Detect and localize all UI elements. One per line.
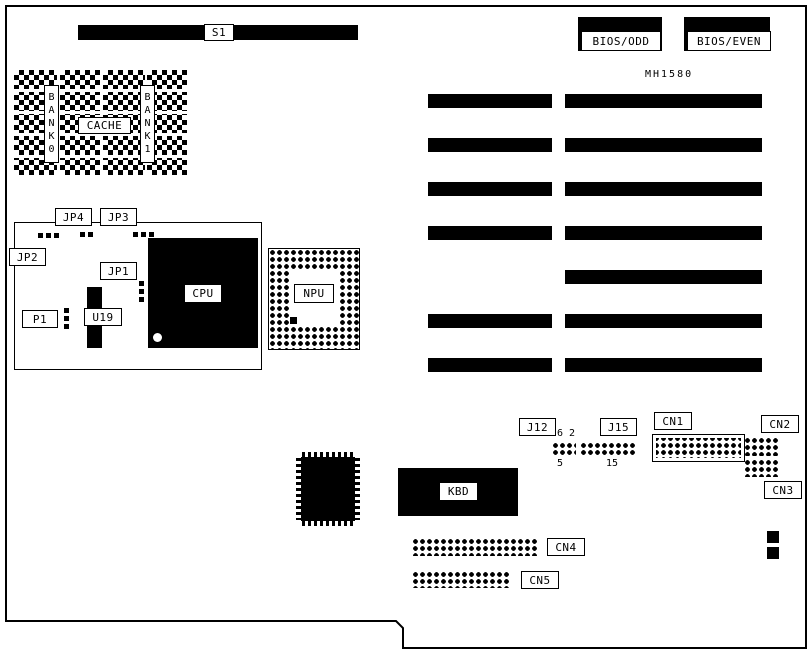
bios-odd-label: BIOS/ODD	[581, 31, 661, 51]
j15-header	[580, 442, 635, 457]
isa-slot	[428, 138, 552, 152]
isa-slot	[428, 358, 552, 372]
board-model-text: MH1580	[645, 69, 694, 80]
edge-connector-mark	[767, 531, 779, 543]
j12-label: J12	[519, 418, 556, 436]
qfp-pins-bottom	[302, 521, 354, 526]
cpu-label: CPU	[184, 284, 222, 303]
cn1-header	[652, 434, 745, 462]
isa-slot	[428, 182, 552, 196]
isa-slot	[565, 182, 762, 196]
s1-label: S1	[204, 24, 234, 41]
cn5-header	[412, 571, 511, 588]
isa-slot	[428, 94, 552, 108]
qfp-body	[301, 457, 355, 521]
kbd-label: KBD	[439, 482, 478, 501]
isa-slot	[428, 314, 552, 328]
jp2-label: JP2	[9, 248, 46, 266]
j15-pin-number-bottom: 15	[606, 458, 619, 469]
p1-label: P1	[22, 310, 58, 328]
npu-label: NPU	[294, 284, 334, 303]
qfp-pins-left	[296, 458, 301, 520]
cache-label: CACHE	[78, 117, 131, 134]
isa-slot	[565, 270, 762, 284]
j15-label: J15	[600, 418, 637, 436]
bios-even-label: BIOS/EVEN	[687, 31, 771, 51]
npu-orientation-mark	[290, 317, 297, 324]
cn4-label: CN4	[547, 538, 585, 556]
isa-slot	[428, 226, 552, 240]
u19-label: U19	[84, 308, 122, 326]
cn3-header	[744, 459, 779, 477]
jp4-pins	[80, 232, 93, 237]
cn4-header	[412, 538, 537, 556]
cn2-header	[744, 437, 779, 456]
jp2-pins	[38, 233, 59, 238]
bank0-label: BANK0	[44, 85, 59, 163]
j12-pin-number-bottom: 5	[557, 458, 564, 469]
qfp-chip	[296, 452, 360, 526]
isa-slot	[565, 94, 762, 108]
qfp-pins-top	[302, 452, 354, 457]
edge-connector-mark	[767, 547, 779, 559]
j12-pin-numbers-top: 6 2	[557, 428, 576, 439]
cn2-label: CN2	[761, 415, 799, 433]
jp1-pins	[139, 281, 144, 302]
jp3-label: JP3	[100, 208, 137, 226]
isa-slot	[565, 358, 762, 372]
bank1-label: BANK1	[140, 85, 155, 163]
jp1-label: JP1	[100, 262, 137, 280]
isa-slot	[565, 314, 762, 328]
cpu-pin1-dot	[153, 333, 162, 342]
cn1-label: CN1	[654, 412, 692, 430]
isa-slot	[565, 226, 762, 240]
j12-header	[552, 442, 576, 457]
cn5-label: CN5	[521, 571, 559, 589]
qfp-pins-right	[355, 458, 360, 520]
cn3-label: CN3	[764, 481, 802, 499]
p1-pins	[64, 308, 69, 329]
cpu-area-box	[14, 222, 262, 370]
jp4-label: JP4	[55, 208, 92, 226]
jp3-pins	[133, 232, 154, 237]
isa-slot	[565, 138, 762, 152]
